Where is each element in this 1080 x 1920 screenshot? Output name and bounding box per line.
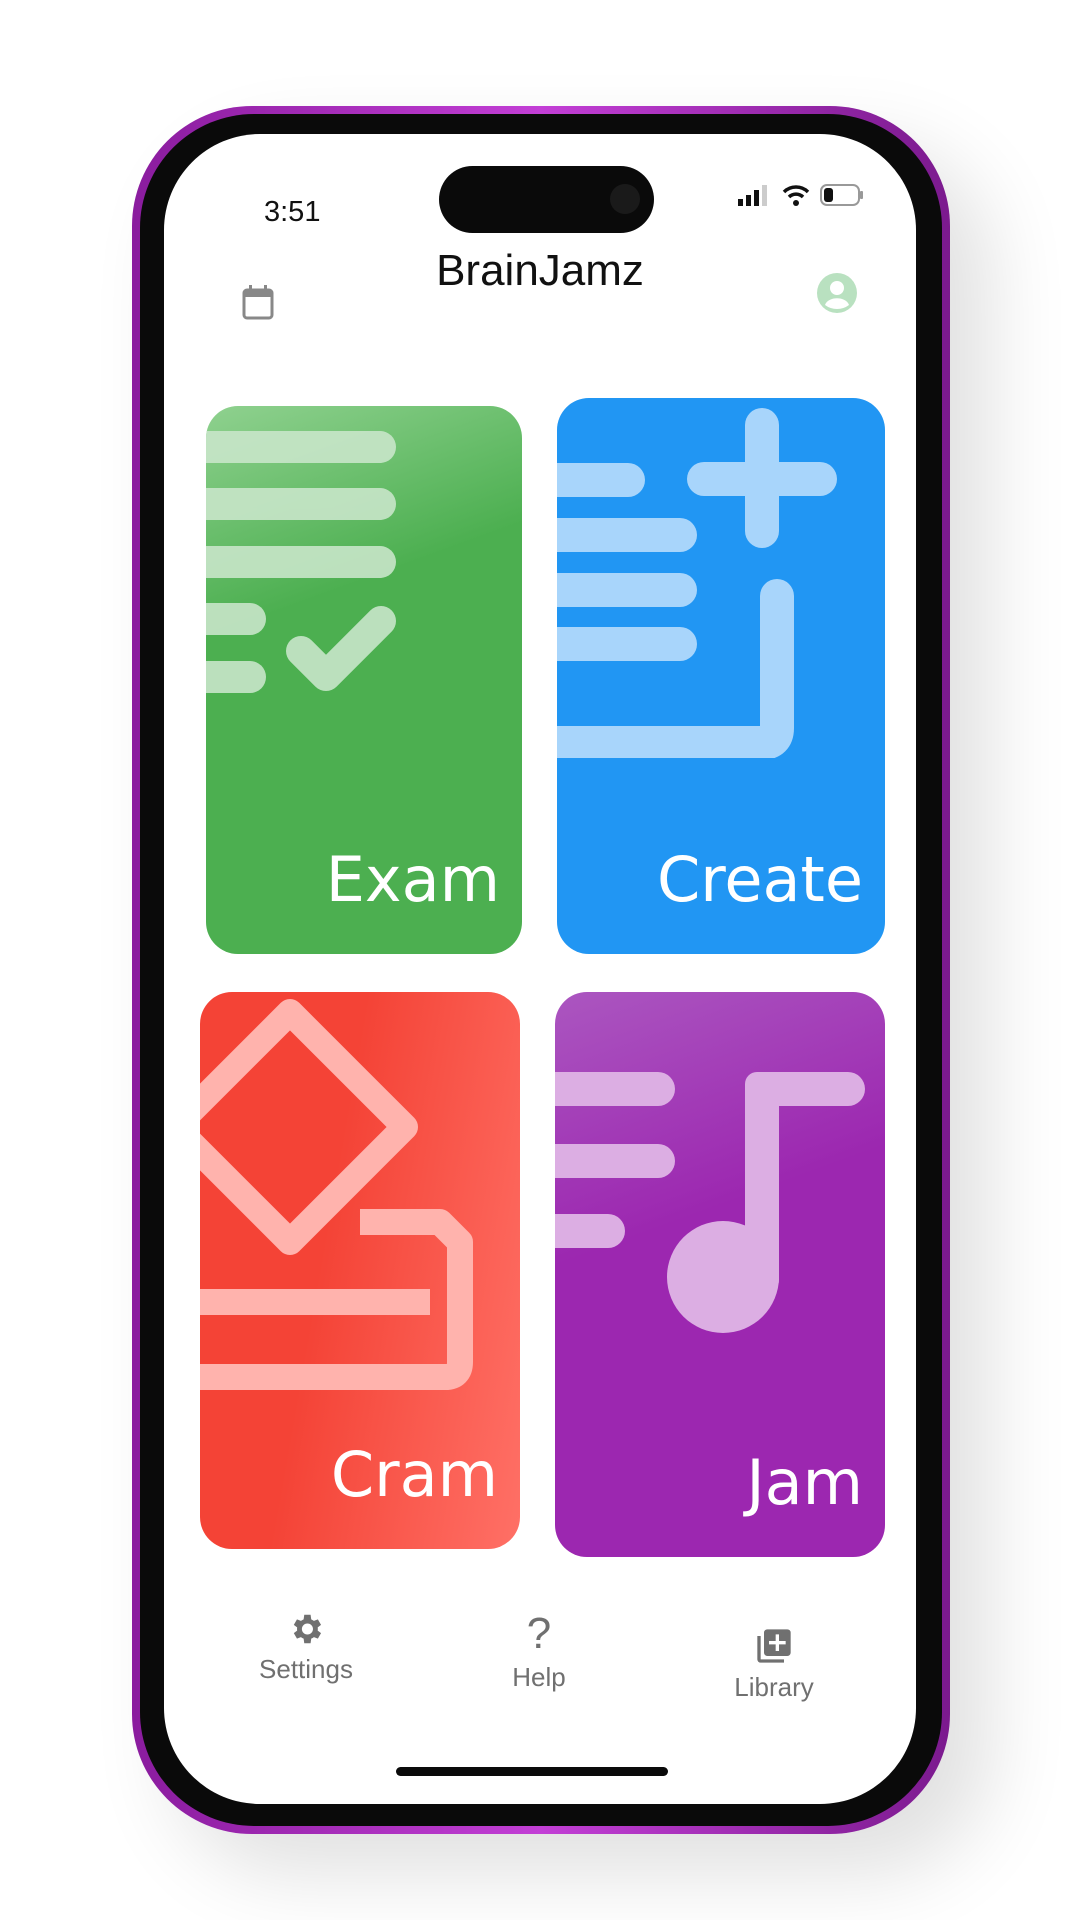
nav-settings[interactable]: Settings	[226, 1604, 386, 1685]
create-label: Create	[656, 843, 863, 916]
app-title: BrainJamz	[436, 246, 644, 295]
question-icon: ?	[526, 1609, 552, 1658]
wifi-icon	[782, 185, 810, 206]
exam-tile[interactable]: Exam	[206, 406, 522, 954]
app-screen: 3:51 BrainJamz Exam	[164, 134, 916, 1804]
status-icons	[738, 184, 864, 206]
home-indicator[interactable]	[396, 1767, 668, 1776]
jam-tile[interactable]: Jam	[555, 992, 885, 1557]
signal-icon	[738, 185, 767, 206]
nav-help[interactable]: ? Help	[459, 1612, 619, 1693]
library-add-icon	[757, 1629, 791, 1663]
account-circle-icon[interactable]	[816, 272, 858, 314]
nav-library[interactable]: Library	[694, 1622, 854, 1703]
exam-checklist-icon	[206, 431, 396, 693]
nav-library-label: Library	[734, 1672, 814, 1702]
music-note-list-icon	[555, 1072, 865, 1333]
cram-label: Cram	[330, 1438, 498, 1511]
eraser-icon	[200, 999, 473, 1390]
status-time: 3:51	[264, 196, 321, 228]
exam-label: Exam	[325, 843, 500, 916]
calendar-icon[interactable]	[242, 284, 274, 320]
phone-frame: 3:51 BrainJamz Exam	[132, 106, 950, 1834]
phone-bezel: 3:51 BrainJamz Exam	[140, 114, 942, 1826]
jam-label: Jam	[746, 1446, 863, 1519]
cram-tile[interactable]: Cram	[200, 992, 520, 1549]
camera-icon	[610, 184, 640, 214]
gear-icon	[293, 1614, 322, 1644]
nav-settings-label: Settings	[259, 1654, 353, 1684]
nav-help-label: Help	[512, 1662, 566, 1692]
dynamic-island	[439, 166, 654, 233]
create-tile[interactable]: Create	[557, 398, 885, 954]
battery-icon	[820, 184, 863, 206]
playlist-add-icon	[557, 408, 837, 758]
